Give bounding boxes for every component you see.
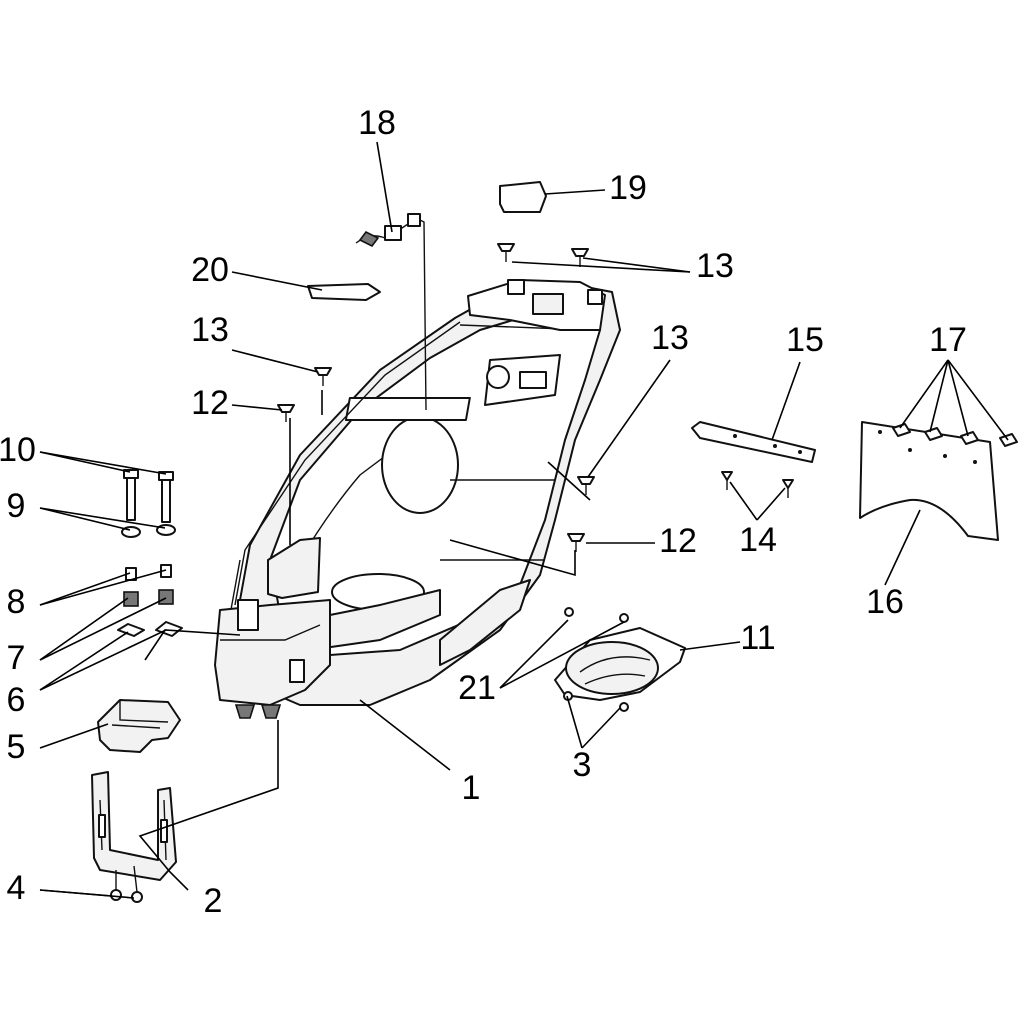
label-20: 20 xyxy=(191,251,229,289)
label-21: 21 xyxy=(458,669,496,707)
wire-harness xyxy=(355,213,427,411)
label-3: 3 xyxy=(573,746,592,784)
label-12-left: 12 xyxy=(191,384,229,422)
label-5: 5 xyxy=(7,728,26,766)
label-15: 15 xyxy=(786,321,824,359)
label-18: 18 xyxy=(358,104,396,142)
label-17: 17 xyxy=(929,321,967,359)
mounting-bar xyxy=(691,421,816,498)
label-11: 11 xyxy=(740,619,775,657)
cover-cap xyxy=(97,699,181,753)
label-2: 2 xyxy=(204,882,223,920)
bolt-stack-right xyxy=(155,471,183,637)
bracket-screws xyxy=(110,865,143,903)
label-4: 4 xyxy=(7,869,26,907)
label-13-right: 13 xyxy=(651,319,689,357)
label-14: 14 xyxy=(739,521,777,559)
flat-strip xyxy=(307,283,381,301)
small-cover xyxy=(499,181,547,213)
label-13-left: 13 xyxy=(191,311,229,349)
label-12-right: 12 xyxy=(659,522,697,560)
label-6: 6 xyxy=(7,681,26,719)
callout-labels: 1 2 3 4 5 6 7 8 9 10 11 12 12 13 13 13 1… xyxy=(0,104,967,920)
u-bracket xyxy=(91,771,177,881)
label-7: 7 xyxy=(7,639,26,677)
label-16: 16 xyxy=(866,583,904,621)
storage-body xyxy=(214,279,621,719)
label-13-top: 13 xyxy=(696,247,734,285)
label-8: 8 xyxy=(7,583,26,621)
leader-lines xyxy=(39,141,1009,899)
label-9: 9 xyxy=(7,487,26,525)
back-plate xyxy=(859,421,1018,541)
label-1: 1 xyxy=(462,769,481,807)
label-19: 19 xyxy=(609,169,647,207)
storage-lid xyxy=(554,607,686,712)
label-10: 10 xyxy=(0,431,36,469)
